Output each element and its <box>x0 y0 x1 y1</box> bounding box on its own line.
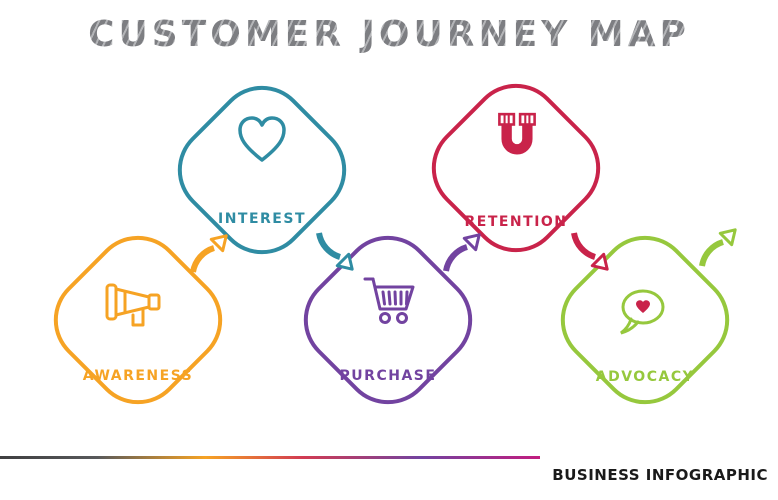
stage-label-retention: RETENTION <box>464 214 568 230</box>
page-title: CUSTOMER JOURNEY MAP <box>0 14 778 55</box>
flow-arrow-down-icon <box>565 229 611 275</box>
speech-bubble-heart-icon <box>615 284 671 340</box>
magnet-icon <box>488 110 546 168</box>
shopping-cart-icon <box>358 272 420 330</box>
flow-arrow-down-icon <box>310 229 356 275</box>
stage-label-advocacy: ADVOCACY <box>595 369 695 385</box>
flow-arrow-up-icon <box>184 230 230 276</box>
footer-gradient-divider <box>0 456 540 459</box>
footer-label: BUSINESS INFOGRAPHIC <box>552 466 768 484</box>
stage-label-awareness: AWARENESS <box>82 368 194 384</box>
flow-arrow-up-icon <box>693 224 739 270</box>
stage-label-interest: INTEREST <box>217 211 306 227</box>
page-title-text: CUSTOMER JOURNEY MAP <box>88 14 690 55</box>
flow-arrow-up-icon <box>437 229 483 275</box>
heart-icon <box>234 112 290 168</box>
megaphone-icon <box>102 275 168 331</box>
stage-label-purchase: PURCHASE <box>339 368 437 384</box>
